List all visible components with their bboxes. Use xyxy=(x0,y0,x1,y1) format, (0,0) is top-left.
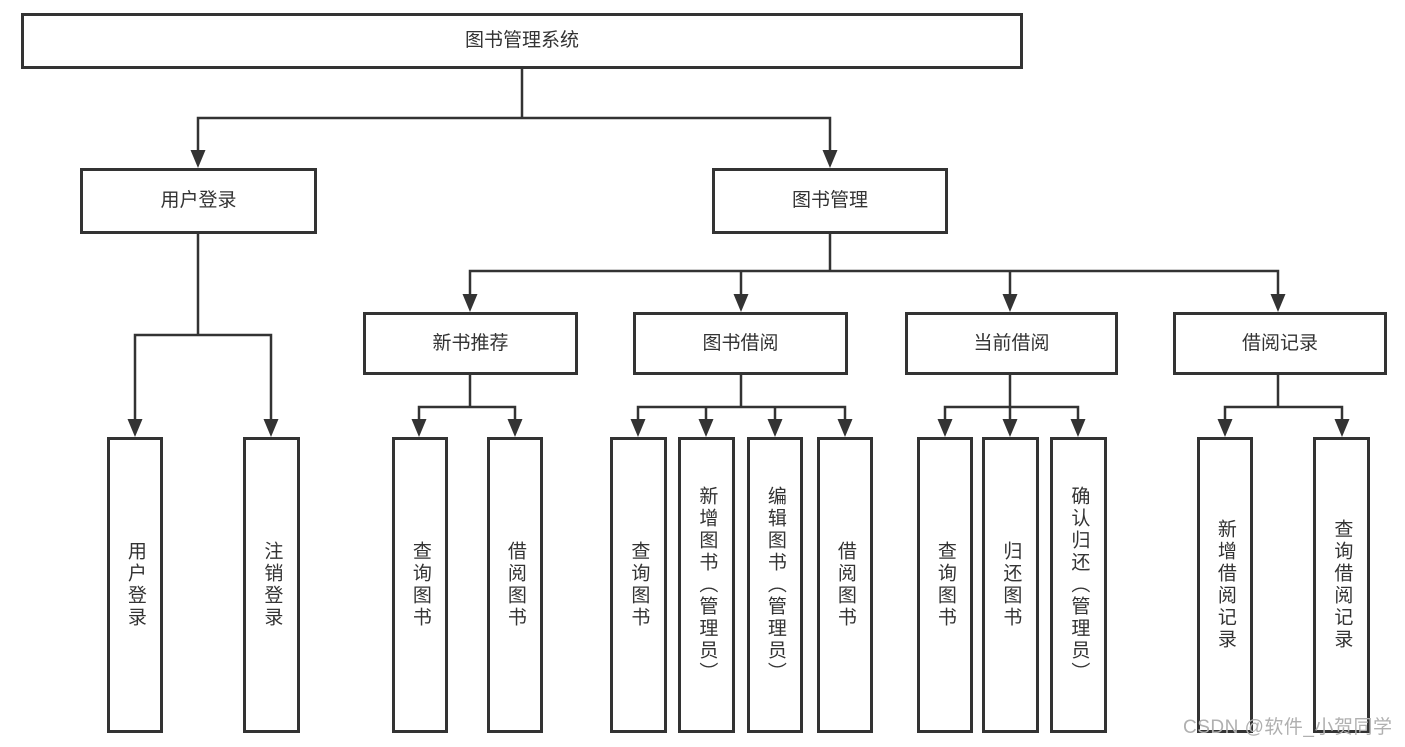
csdn-watermark: CSDN @软件_小贺同学 xyxy=(1183,717,1393,738)
leaf-query-books-recommend: 查询图书 xyxy=(392,437,448,733)
leaf-borrow-books: 借阅图书 xyxy=(817,437,873,733)
node-user-login-group: 用户登录 xyxy=(80,168,317,234)
node-borrow-record: 借阅记录 xyxy=(1173,312,1387,375)
leaf-borrow-books-recommend: 借阅图书 xyxy=(487,437,543,733)
leaf-user-login: 用户登录 xyxy=(107,437,163,733)
node-new-book-recommend: 新书推荐 xyxy=(363,312,578,375)
leaf-return-book: 归还图书 xyxy=(982,437,1039,733)
leaf-add-book-admin: 新增图书（管理员） xyxy=(678,437,735,733)
leaf-confirm-return-admin: 确认归还（管理员） xyxy=(1050,437,1107,733)
leaf-add-borrow-record: 新增借阅记录 xyxy=(1197,437,1253,733)
leaf-edit-book-admin: 编辑图书（管理员） xyxy=(747,437,803,733)
leaf-query-books-borrow: 查询图书 xyxy=(610,437,667,733)
leaf-query-borrow-record: 查询借阅记录 xyxy=(1313,437,1370,733)
leaf-query-books-current: 查询图书 xyxy=(917,437,973,733)
node-book-management: 图书管理 xyxy=(712,168,948,234)
node-current-borrow: 当前借阅 xyxy=(905,312,1118,375)
leaf-logout: 注销登录 xyxy=(243,437,300,733)
arrowheads xyxy=(127,150,1350,437)
node-book-borrow: 图书借阅 xyxy=(633,312,848,375)
node-root-system: 图书管理系统 xyxy=(21,13,1023,69)
